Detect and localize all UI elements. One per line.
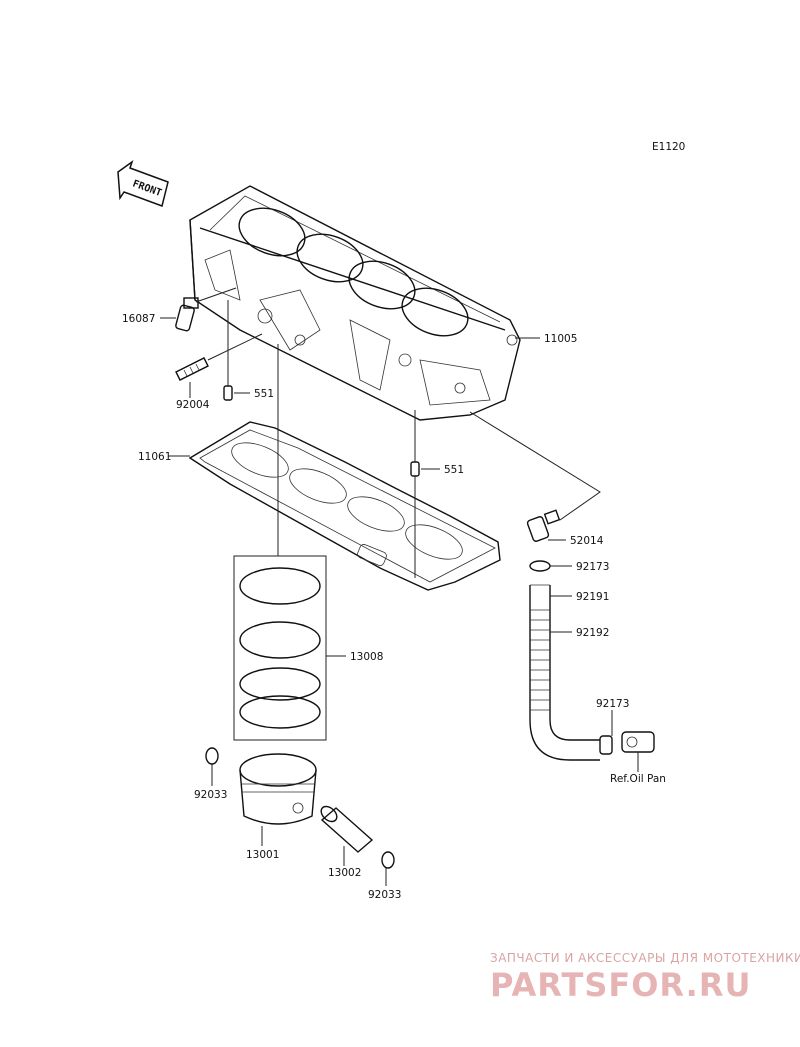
part-label-92191: 92191: [576, 591, 609, 603]
part-92033-circlip-right: [381, 851, 395, 869]
part-92173-clamp-upper: [529, 560, 551, 572]
part-label-92173-a: 92173: [576, 561, 609, 573]
part-13001-piston: [239, 753, 317, 825]
part-16087-fitting: [175, 297, 199, 332]
part-551-dowel-left: [223, 385, 233, 401]
diagram-code: E1120: [652, 141, 685, 153]
part-label-92033-a: 92033: [194, 789, 227, 801]
part-92004-stud: [175, 357, 209, 381]
watermark-tagline: ЗАПЧАСТИ И АКСЕССУАРЫ ДЛЯ МОТОТЕХНИКИ: [490, 951, 800, 965]
part-13002-piston-pin: [320, 805, 374, 853]
part-13008-piston-ring-set: [233, 555, 327, 741]
part-11061-gasket: [188, 421, 501, 591]
part-label-52014: 52014: [570, 535, 604, 547]
part-92033-circlip-left: [205, 747, 219, 765]
part-label-13002: 13002: [328, 867, 361, 879]
part-92192-hose: [529, 584, 600, 761]
part-label-92033-b: 92033: [368, 889, 401, 901]
part-label-11061: 11061: [138, 451, 171, 463]
part-label-92192: 92192: [576, 627, 609, 639]
oil-pan-connector: [621, 731, 655, 753]
part-label-13008: 13008: [350, 651, 383, 663]
cylinder-block: [189, 185, 521, 421]
front-arrow-icon: FRONT: [117, 160, 169, 207]
part-label-551-b: 551: [444, 464, 464, 476]
part-92173-clamp-lower: [599, 735, 613, 755]
part-52014-elbow-fitting: [526, 509, 561, 542]
part-label-11005: 11005: [544, 333, 577, 345]
part-label-13001: 13001: [246, 849, 279, 861]
watermark-brand: PARTSFOR.RU: [490, 966, 751, 1004]
part-label-92173-b: 92173: [596, 698, 629, 710]
ref-oil-pan-note: Ref.Oil Pan: [610, 773, 666, 785]
part-label-16087: 16087: [122, 313, 155, 325]
part-label-551-a: 551: [254, 388, 274, 400]
part-label-92004: 92004: [176, 399, 210, 411]
part-551-dowel-right: [410, 461, 420, 477]
